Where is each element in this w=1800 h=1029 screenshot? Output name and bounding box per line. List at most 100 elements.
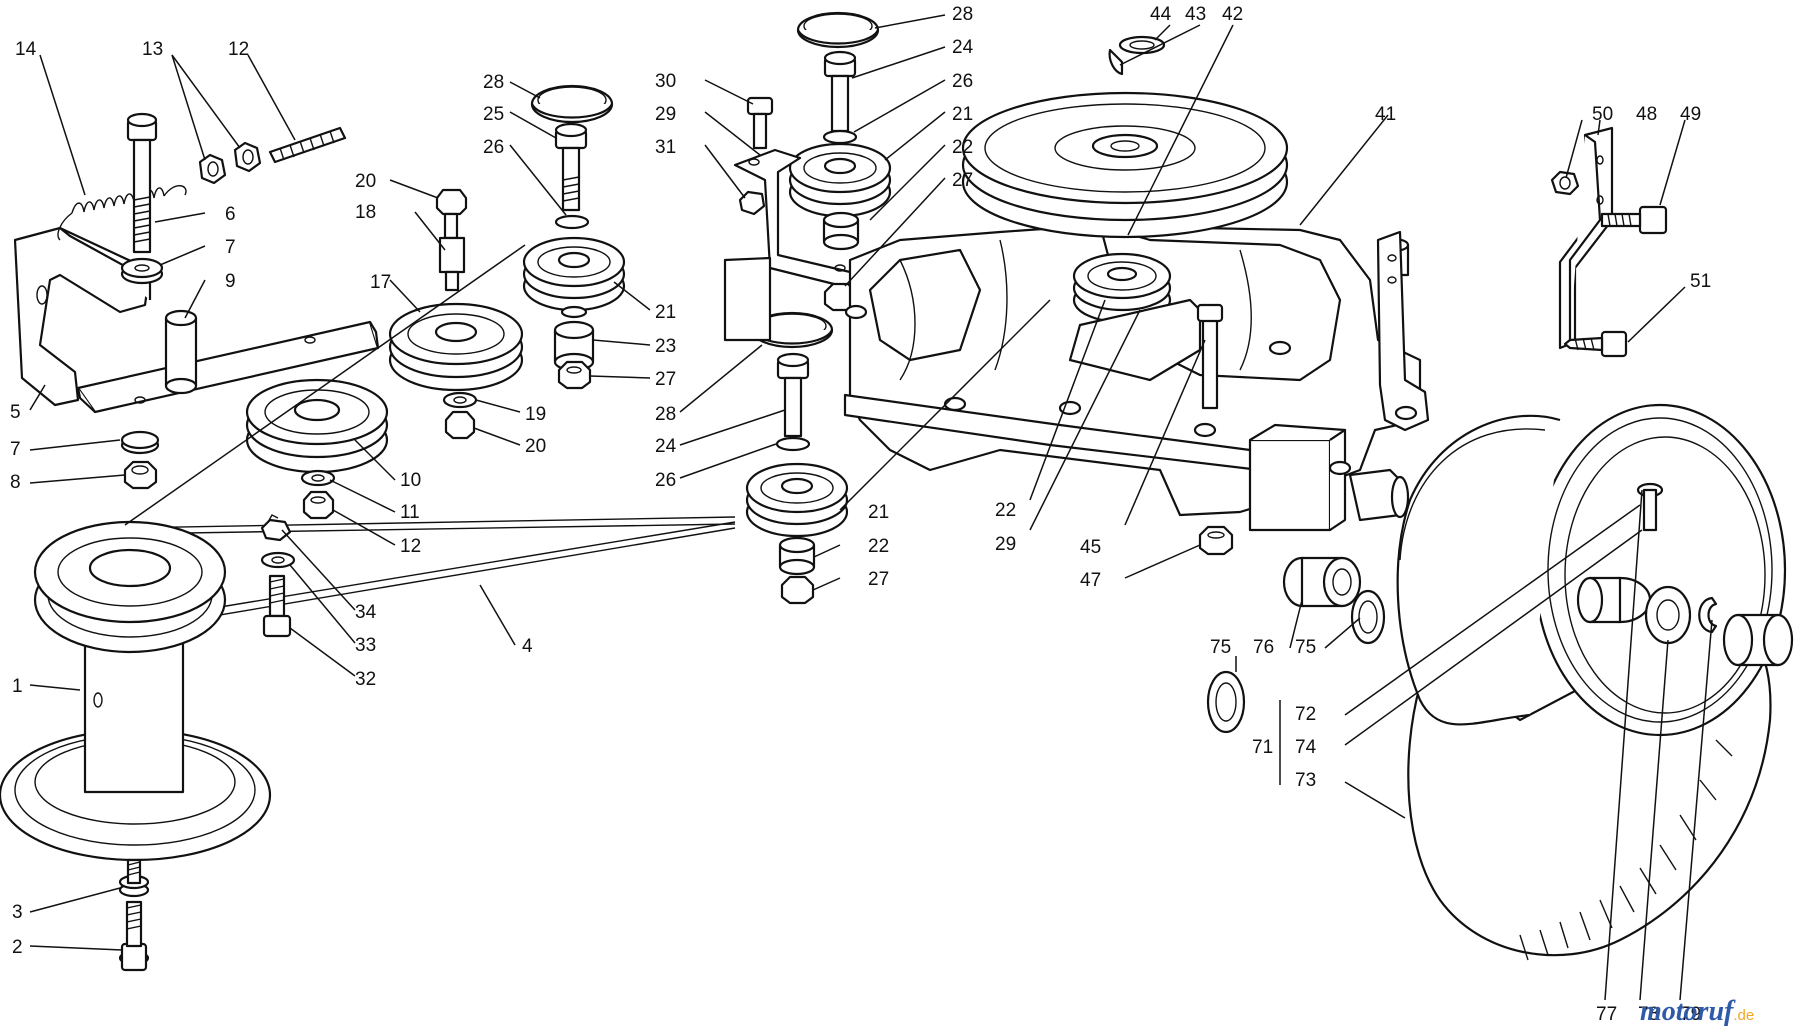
shaft-key-and-clip [1108, 35, 1166, 76]
callout-33: 33 [355, 635, 376, 656]
spacer-22-top [822, 211, 860, 251]
callout-10: 10 [400, 470, 421, 491]
callout-18: 18 [355, 202, 376, 223]
bolt-30 [746, 96, 774, 150]
callout-26b: 26 [952, 71, 973, 92]
nut-27-left [557, 360, 592, 390]
callout-32: 32 [355, 669, 376, 690]
callout-26c: 26 [655, 470, 676, 491]
callout-5: 5 [10, 402, 21, 423]
callout-12: 12 [400, 536, 421, 557]
callout-44: 44 [1150, 4, 1172, 25]
transmission-pulley [961, 91, 1289, 239]
bolt-49 [1600, 205, 1668, 235]
callout-21a: 21 [655, 302, 676, 323]
callout-23: 23 [655, 336, 676, 357]
callout-24a: 24 [952, 37, 974, 58]
callout-51: 51 [1690, 271, 1711, 292]
screw-51 [1563, 330, 1628, 358]
callout-48: 48 [1636, 104, 1657, 125]
watermark-logo: motoruf.de [1640, 996, 1754, 1027]
callout-75b: 75 [1295, 637, 1316, 658]
cap-28-left [530, 84, 614, 124]
nuts [198, 141, 262, 185]
bolt-24-top [822, 50, 858, 145]
pulley-bolt [118, 858, 150, 972]
callout-73: 73 [1295, 770, 1316, 791]
callout-75a: 75 [1210, 637, 1231, 658]
callout-76: 76 [1253, 637, 1274, 658]
callout-2: 2 [12, 937, 23, 958]
callout-28c: 28 [655, 404, 676, 425]
callout-45: 45 [1080, 537, 1101, 558]
idler-bracket [13, 226, 380, 414]
callout-8: 8 [10, 472, 21, 493]
spacer-22-lower [778, 536, 816, 576]
callout-77: 77 [1596, 1004, 1617, 1025]
valve-72 [1636, 482, 1664, 532]
callout-17: 17 [370, 272, 391, 293]
callout-13: 12 [228, 39, 249, 60]
callout-42: 42 [1222, 4, 1243, 25]
callout-50: 50 [1592, 104, 1613, 125]
nut-47 [1198, 525, 1234, 556]
callout-21c: 21 [868, 502, 889, 523]
callout-34: 34 [355, 602, 377, 623]
callout-27a: 27 [655, 369, 676, 390]
callout-79: 79 [1680, 1004, 1701, 1025]
callout-20a: 20 [355, 171, 376, 192]
callout-11: 11 [400, 502, 420, 523]
spacer-stud-18 [435, 188, 468, 292]
nut-27-lower [780, 575, 815, 605]
callout-24b: 24 [655, 436, 677, 457]
spacer-23 [553, 305, 595, 372]
washer-75-right [1350, 589, 1386, 645]
callout-74: 74 [1295, 737, 1317, 758]
watermark: motoruf.de [1640, 996, 1754, 1027]
callout-47: 47 [1080, 570, 1101, 591]
callout-22c: 22 [995, 500, 1016, 521]
callout-71: 71 [1252, 737, 1273, 758]
nut-31 [738, 190, 766, 216]
tension-spring [57, 185, 187, 241]
callout-labels: 14 13 12 6 7 9 5 7 8 10 11 12 34 33 32 4… [10, 4, 1711, 1025]
bracket-48 [1558, 126, 1614, 350]
idler-pulley-10 [245, 378, 389, 474]
callout-41: 41 [1375, 104, 1396, 125]
callout-4: 4 [522, 636, 533, 657]
callout-22a: 22 [952, 137, 973, 158]
callout-7a: 7 [225, 237, 236, 258]
bushing-76 [1282, 556, 1362, 608]
callout-27c: 27 [868, 569, 889, 590]
idler-pulley-21-top [788, 142, 892, 218]
idler-pulley-21-lower [745, 462, 849, 538]
pivot-tube [164, 309, 198, 395]
transmission-lever [1376, 230, 1430, 432]
pivot-nut [120, 430, 160, 490]
callout-21b: 21 [952, 104, 973, 125]
washer-75-left [1206, 670, 1246, 734]
callout-6: 6 [225, 204, 236, 225]
callout-29b: 29 [995, 534, 1016, 555]
callout-27b: 27 [952, 170, 973, 191]
callout-25: 25 [483, 104, 504, 125]
cap-28-top [796, 11, 880, 49]
callout-9: 9 [225, 271, 236, 292]
callout-15: 14 [15, 39, 37, 60]
bracket-bolt [120, 112, 164, 285]
callout-19: 19 [525, 404, 546, 425]
callout-28a: 28 [483, 72, 504, 93]
callout-78: 78 [1638, 1004, 1659, 1025]
bolt-32 [260, 514, 296, 638]
callout-43: 43 [1185, 4, 1206, 25]
engine-pulley [0, 520, 272, 862]
callout-29a: 29 [655, 104, 676, 125]
callout-30: 30 [655, 71, 676, 92]
watermark-brand: motoruf [1640, 996, 1736, 1027]
wheel-rim [1396, 403, 1787, 737]
callout-72: 72 [1295, 704, 1316, 725]
callout-31: 31 [655, 137, 676, 158]
callout-49: 49 [1680, 104, 1701, 125]
callout-7b: 7 [10, 439, 21, 460]
